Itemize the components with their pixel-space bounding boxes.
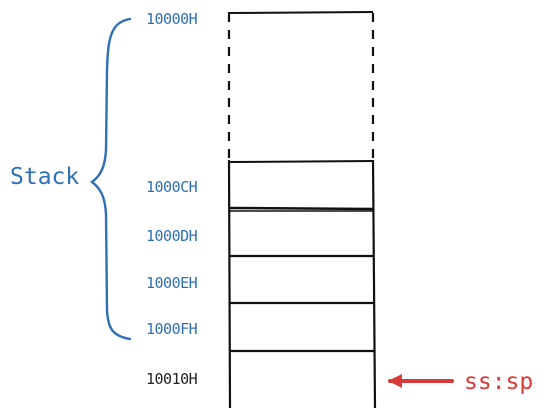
address-label: 1000CH [146, 178, 198, 196]
left-arrow-icon [388, 374, 454, 388]
memory-top-edge [227, 11, 374, 14]
cell-divider [228, 160, 375, 163]
stack-pointer-label: ss:sp [464, 369, 534, 395]
address-label: 1000EH [146, 274, 198, 292]
address-label: 10000H [146, 10, 198, 28]
memory-right-solid-wall [371, 159, 377, 409]
address-label: 10010H [146, 370, 198, 388]
address-label: 1000DH [146, 227, 198, 245]
cell-divider [228, 206, 375, 211]
address-label: 1000FH [146, 320, 198, 338]
curly-brace-icon [90, 17, 132, 341]
stack-label: Stack [10, 164, 80, 190]
memory-left-solid-wall [227, 159, 232, 409]
